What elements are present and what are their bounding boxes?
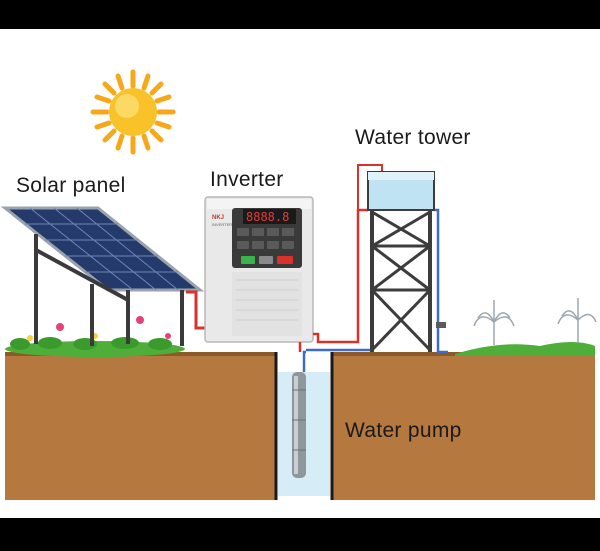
sun-icon [90,69,176,155]
sprinkler-right-icon [557,298,597,343]
grass-left [5,316,185,357]
wire-panel-to-inverter [186,290,206,330]
pipe-tower-outlet [434,208,448,354]
inverter-icon: NKJ INVERTER 8888.8 [204,196,314,343]
svg-text:INVERTER: INVERTER [212,222,232,227]
grass-right [455,342,595,356]
water-tower-icon [367,171,446,352]
water-pump-label: Water pump [345,419,462,442]
pipe-pump-riser [302,350,306,372]
wire-tower-sensor [357,164,383,210]
solar-panel-icon [0,206,205,346]
water-pump-icon [292,372,306,478]
water-tower-label: Water tower [355,126,471,149]
wire-inverter-to-tower [313,208,368,344]
inverter-display: 8888.8 [246,210,289,224]
sprinkler-left-icon [473,300,515,345]
solar-panel-label: Solar panel [16,174,126,197]
svg-text:NKJ: NKJ [212,215,224,221]
inverter-label: Inverter [210,168,284,191]
